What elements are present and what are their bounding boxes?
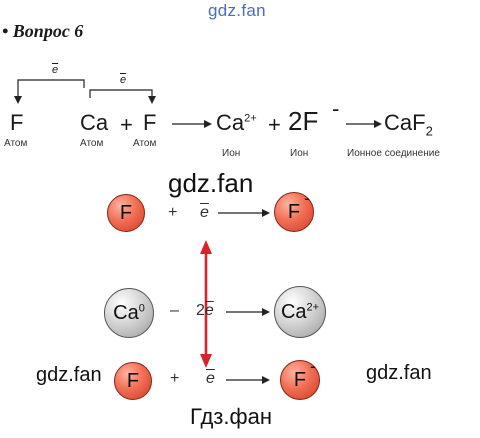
ca-atom-label: Атом (80, 138, 104, 149)
electron-transfer-red-arrow (200, 240, 212, 368)
electron-label-1: e (52, 64, 59, 76)
row3-ion-charge: - (310, 356, 316, 376)
row3-electron: e (206, 370, 215, 387)
row3-arrow (226, 376, 270, 384)
product: CaF2 (384, 110, 433, 139)
row2-arrow (226, 308, 270, 316)
watermark-right: gdz.fan (366, 362, 432, 384)
watermark-bottom: Гдз.фан (190, 404, 272, 429)
f-ion-label: Ион (290, 148, 309, 159)
plus-1: + (120, 112, 133, 137)
row2-electrons: 2e (196, 302, 214, 319)
product-label: Ионное соединение (347, 148, 440, 159)
f-ion: 2F (288, 106, 319, 136)
ca-ion-label: Ион (222, 148, 241, 159)
question-heading: • Вопрос 6 (2, 21, 84, 41)
electron-transfer-arrows (14, 79, 156, 104)
plus-2: + (268, 112, 281, 137)
row1-ion-charge: - (304, 188, 310, 208)
ca-ion-ball: Ca2+ (274, 286, 326, 338)
ca-atom: Ca (80, 110, 109, 135)
f-atom-2-label: Атом (133, 138, 157, 149)
watermark-top: gdz.fan (208, 1, 266, 20)
electron-label-2: e (120, 74, 127, 86)
f-ion-ball-1: F (274, 192, 314, 232)
f-atom-ball-2: F (114, 362, 152, 400)
f-atom-ball-1: F (107, 194, 145, 232)
f-ion-charge: - (332, 96, 340, 121)
row1-electron: e (200, 204, 209, 221)
row3-plus: + (170, 370, 180, 387)
row2-minus: – (170, 302, 179, 319)
f-atom-1: F (10, 110, 24, 135)
ca-atom-ball: Ca0 (104, 288, 154, 338)
f-atom-1-label: Атом (4, 138, 28, 149)
f-ion-ball-2: F (280, 360, 320, 400)
f-atom-2: F (143, 110, 157, 135)
watermark-mid: gdz.fan (168, 168, 254, 198)
reaction-arrow-2 (346, 120, 382, 128)
ca-ion: Ca2+ (216, 110, 257, 135)
reaction-arrow-1 (172, 120, 212, 128)
row1-plus: + (168, 204, 178, 221)
watermark-left: gdz.fan (36, 364, 102, 386)
row1-arrow (218, 209, 270, 217)
